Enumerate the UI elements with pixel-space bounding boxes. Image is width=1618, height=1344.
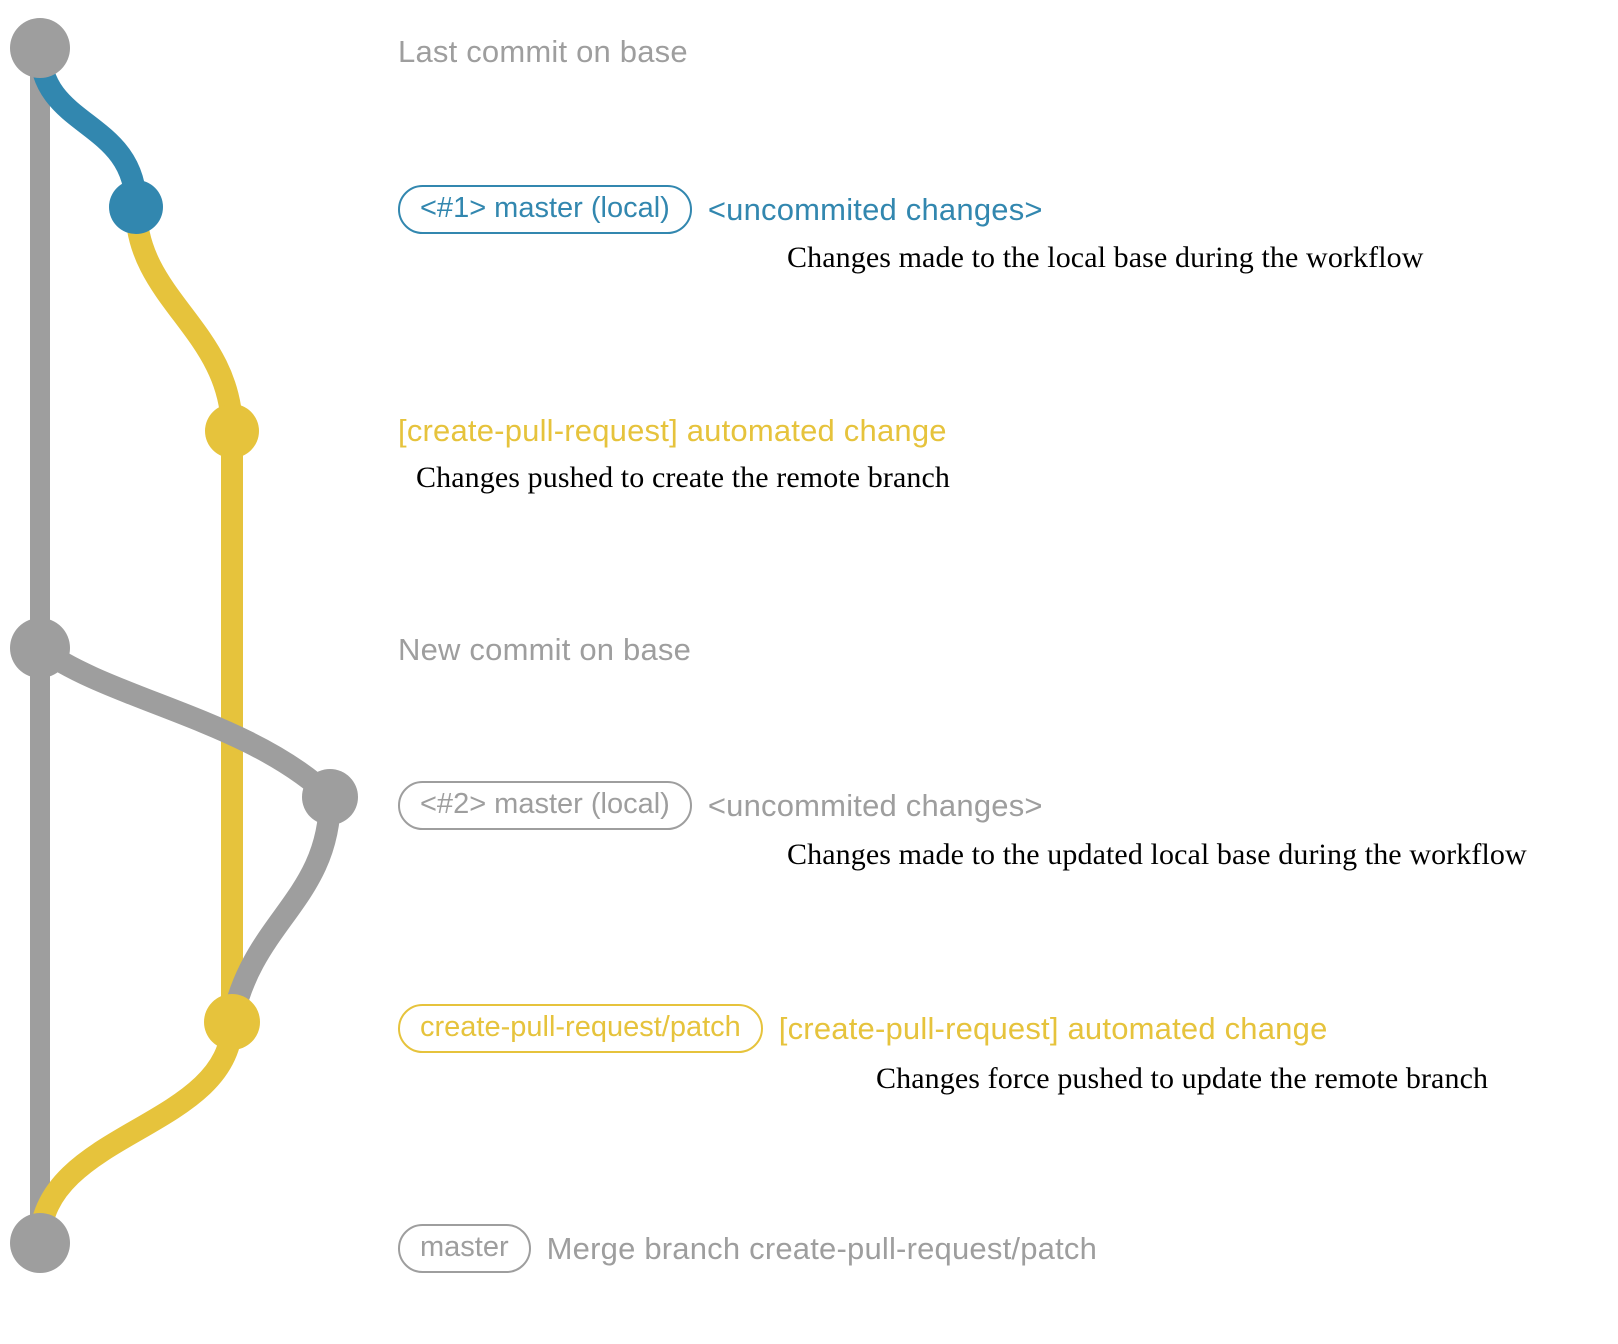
edge-basenew-to-local2 (29, 637, 341, 808)
edge-patch2-to-merge (29, 1011, 243, 1254)
graph-row-new-commit-on-base: New commit on base (398, 632, 691, 668)
commit-graph (10, 18, 358, 1273)
branch-badge-merge[interactable]: master (398, 1224, 531, 1273)
commit-message-last-commit-on-base: Last commit on base (398, 34, 688, 69)
commit-message-new-commit-on-base: New commit on base (398, 632, 692, 667)
edge-local2-to-patch2 (221, 786, 341, 1033)
commit-description-local-1: Changes made to the local base during th… (787, 241, 1424, 274)
commit-node-base-last[interactable] (10, 18, 70, 78)
commit-node-patch-1[interactable] (205, 404, 259, 458)
commit-node-patch-2[interactable] (204, 994, 260, 1050)
commit-message-patch-2: [create-pull-request] automated change (778, 1010, 1328, 1046)
commit-node-base-new[interactable] (10, 618, 70, 678)
graph-row-merge: master Merge branch create-pull-request/… (398, 1224, 1097, 1273)
commit-description-local-2: Changes made to the updated local base d… (787, 838, 1527, 871)
commit-node-merge[interactable] (10, 1213, 70, 1273)
commit-message-local-1: <uncommited changes> (707, 191, 1043, 227)
commit-node-local-1[interactable] (109, 180, 163, 234)
graph-row-local-1: <#1> master (local) <uncommited changes> (398, 185, 1043, 234)
graph-row-patch-1: [create-pull-request] automated change (398, 413, 947, 449)
edge-local1-to-patch1 (125, 196, 243, 442)
commit-message-local-2: <uncommited changes> (707, 787, 1043, 823)
commit-description-patch-1: Changes pushed to create the remote bran… (416, 461, 950, 494)
graph-row-patch-2: create-pull-request/patch [create-pull-r… (398, 1004, 1328, 1053)
branch-badge-local-1[interactable]: <#1> master (local) (398, 185, 692, 234)
graph-row-local-2: <#2> master (local) <uncommited changes> (398, 781, 1043, 830)
graph-row-last-commit-on-base: Last commit on base (398, 34, 688, 70)
commit-description-patch-2: Changes force pushed to update the remot… (876, 1062, 1489, 1095)
branch-badge-local-2[interactable]: <#2> master (local) (398, 781, 692, 830)
commit-message-patch-1: [create-pull-request] automated change (398, 413, 947, 448)
branch-badge-patch-2[interactable]: create-pull-request/patch (398, 1004, 763, 1053)
commit-node-local-2[interactable] (302, 769, 358, 825)
commit-message-merge: Merge branch create-pull-request/patch (546, 1230, 1098, 1266)
